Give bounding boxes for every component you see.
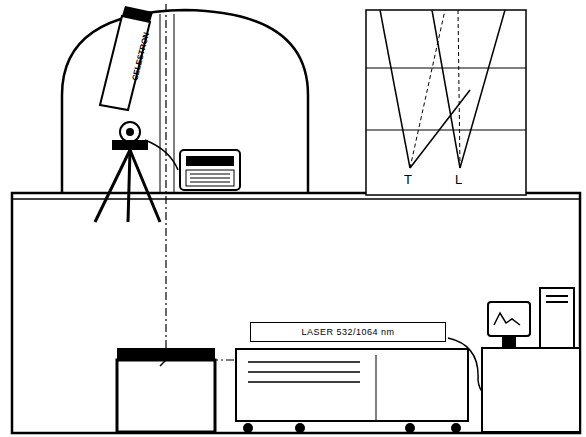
laser-head: LASER 532/1064 nm	[250, 322, 446, 342]
laser-label: LASER 532/1064 nm	[301, 327, 394, 337]
curve-label: L	[455, 172, 462, 187]
dome-slit-edge	[160, 14, 174, 192]
desk	[482, 348, 580, 432]
monitor	[488, 302, 530, 336]
controller	[180, 150, 240, 190]
laser-beam	[166, 4, 248, 360]
table	[117, 360, 215, 432]
pc-tower	[540, 288, 574, 348]
dome-outline	[62, 10, 308, 192]
dome-slit	[160, 14, 174, 192]
table-top	[117, 348, 215, 360]
telescope	[95, 6, 178, 222]
floor-slab	[12, 198, 580, 200]
building-outline	[12, 193, 580, 433]
curve-label: T	[404, 172, 412, 187]
laser-cabinet	[236, 349, 468, 421]
inset-graph	[366, 10, 526, 195]
